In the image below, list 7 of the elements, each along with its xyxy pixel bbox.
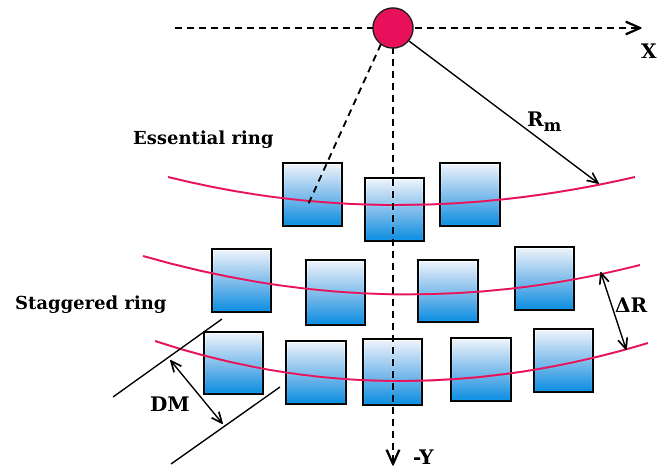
axis-label: X [641, 40, 657, 62]
dimension-label: DM [150, 393, 190, 415]
radius-label: R$_{m}$ [527, 108, 562, 134]
dimension-label: ΔR [615, 294, 648, 316]
axis-label: -Y [413, 446, 434, 468]
ring-label: Staggered ring [15, 294, 166, 314]
ring-label: Essential ring [133, 129, 274, 149]
